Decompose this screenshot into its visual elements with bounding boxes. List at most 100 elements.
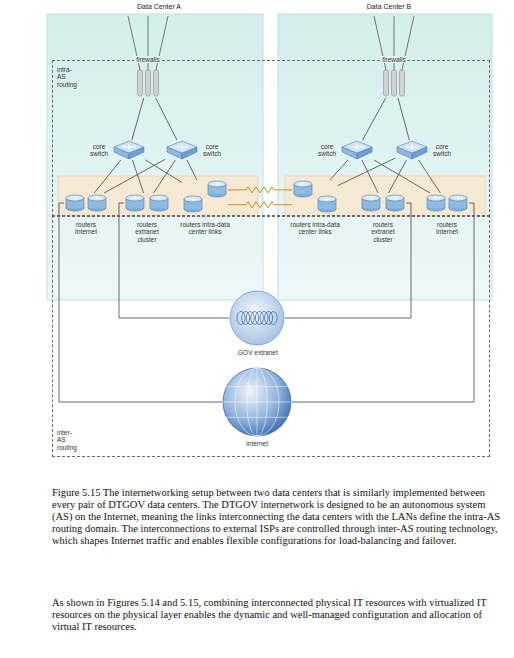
- router-top: [150, 195, 168, 201]
- router-arrows: [322, 197, 332, 201]
- network-link: [94, 160, 121, 193]
- router-icon: [66, 195, 84, 211]
- node-label: Internet: [227, 440, 287, 447]
- globe-circle: [223, 368, 291, 436]
- router-top: [66, 195, 84, 201]
- figure-caption: Figure 5.15 The internetworking setup be…: [52, 487, 502, 547]
- switch-arrows: [350, 144, 364, 150]
- router-top: [386, 195, 404, 201]
- router-top: [427, 195, 445, 201]
- globe-parallel: [227, 417, 288, 418]
- internet-globe: Internet: [222, 367, 292, 437]
- firewall-icon: [384, 70, 389, 96]
- node-label: routers intra-data center links: [284, 221, 346, 236]
- node-label: routers Internet: [429, 221, 465, 236]
- coil-loop: [251, 312, 259, 325]
- node-label: core switch: [203, 143, 221, 158]
- network-link: [398, 98, 409, 140]
- globe-parallel: [223, 402, 291, 403]
- router-arrows: [130, 196, 140, 200]
- network-link: [132, 98, 144, 140]
- node-label: firewalls: [380, 56, 407, 63]
- globe-parallel: [227, 386, 288, 387]
- firewall-icon: [392, 70, 397, 96]
- router-top: [318, 196, 336, 202]
- router-band: [285, 176, 485, 216]
- network-link: [362, 160, 378, 193]
- firewall-uplinks: [128, 16, 414, 70]
- coil-loop: [265, 312, 273, 325]
- router-icon: [427, 195, 445, 211]
- router-band: [58, 176, 258, 216]
- router-arrows: [70, 196, 80, 200]
- node-icon: [425, 193, 469, 213]
- data-center: Data Center A firewalls core switch core sw…: [47, 2, 271, 300]
- router-top: [449, 195, 467, 201]
- node-label: routers Internet: [68, 221, 104, 236]
- switch-arrows: [175, 144, 189, 150]
- node-icon: [136, 68, 160, 98]
- switch-arrows: [122, 144, 136, 150]
- firewall-icon: [154, 70, 159, 96]
- node-icon: [360, 193, 406, 213]
- coil-loop: [246, 312, 254, 325]
- node-label: Data Center A: [47, 3, 271, 11]
- core-switch: core switch: [340, 140, 374, 160]
- router-top: [362, 195, 380, 201]
- node-label: core switch: [90, 143, 108, 158]
- router-side: [362, 198, 363, 208]
- switch-top: [114, 141, 144, 153]
- router-icon: [362, 195, 380, 211]
- firewall-icon: [138, 70, 143, 96]
- firewall-icon: [400, 70, 405, 96]
- firewall-icon: [146, 70, 151, 96]
- data-center-panel: [47, 14, 263, 300]
- network-link: [156, 98, 177, 140]
- node-icon: [229, 290, 285, 346]
- routing-domain: inter-AS routing: [52, 215, 490, 457]
- router-side: [66, 198, 67, 208]
- core-switch: core switch: [112, 140, 146, 160]
- switch-arrows: [405, 144, 419, 150]
- router-arrows: [366, 196, 376, 200]
- network-link: [388, 160, 406, 193]
- router-group: routers intra-data center links: [182, 180, 228, 213]
- data-center: Data Center Bfirewallscore switchcore sw…: [278, 2, 500, 300]
- network-link: [363, 98, 386, 140]
- router-icon: [294, 181, 312, 197]
- node-label: firewalls: [134, 56, 161, 63]
- router-icon: [184, 196, 202, 212]
- extranet-circle: [230, 291, 284, 345]
- routing-domain: intra-AS routing: [52, 60, 490, 217]
- router-side: [294, 184, 295, 194]
- router-icon: [318, 196, 336, 212]
- network-link: [154, 160, 176, 193]
- router-arrows: [431, 196, 441, 200]
- router-arrows: [154, 196, 164, 200]
- router-arrows: [188, 197, 198, 201]
- node-icon: [382, 68, 406, 98]
- node-label: Data Center B: [278, 3, 500, 11]
- coil-loop: [260, 312, 268, 325]
- network-link: [285, 203, 411, 318]
- router-arrows: [298, 182, 308, 186]
- core-switch: core switch: [165, 140, 199, 160]
- router-top: [184, 196, 202, 202]
- router-icon: [126, 195, 144, 211]
- data-center-panel: [278, 14, 492, 300]
- router-top: [294, 181, 312, 187]
- router-group: routers extranet cluster: [124, 193, 170, 213]
- router-group: routers extranet cluster: [360, 193, 406, 213]
- node-label: routers extranet cluster: [127, 221, 167, 243]
- router-group: routers intra-data center links: [292, 180, 338, 213]
- node-icon: [340, 140, 374, 160]
- node-icon: [165, 140, 199, 160]
- firewall-group: firewalls: [382, 68, 406, 98]
- node-icon: [112, 140, 146, 160]
- router-side: [126, 198, 127, 208]
- node-icon: [124, 193, 170, 213]
- network-link: [187, 160, 197, 180]
- router-arrows: [453, 196, 463, 200]
- network-link: [330, 160, 348, 180]
- coil-loop: [242, 312, 250, 325]
